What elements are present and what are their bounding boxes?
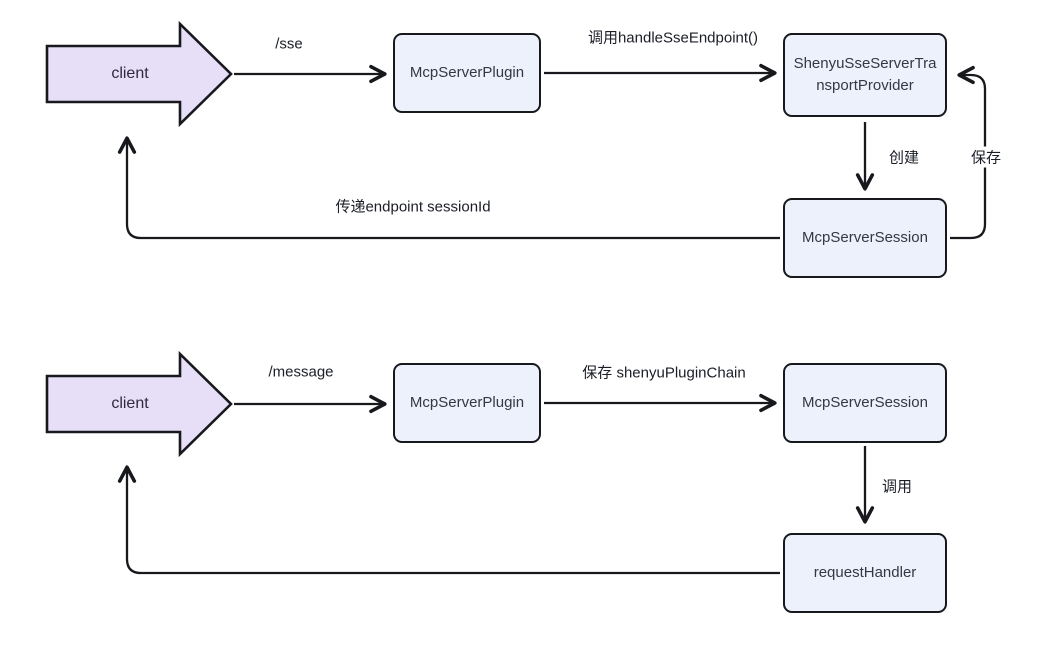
node-label: McpServerPlugin (409, 394, 525, 412)
node-label: ShenyuSseServerTransportProvider (793, 55, 937, 94)
client-block-arrow-message (45, 350, 233, 458)
client-label-message: client (111, 395, 149, 412)
edge-label-call-handle-sse-endpoint: 调用handleSseEndpoint() (584, 26, 762, 48)
edge-label-message-path: /message (265, 363, 337, 381)
edge-label-sse-path: /sse (272, 35, 306, 53)
client-block-arrow-sse (45, 20, 233, 128)
node-shenyu-sse-server-transport-provider: ShenyuSseServerTransportProvider (783, 33, 947, 117)
edge-label-pass-endpoint-sessionid: 传递endpoint sessionId (335, 198, 491, 216)
edge-session-return-client (117, 136, 780, 240)
node-label: McpServerSession (802, 394, 928, 412)
client-label-sse: client (111, 65, 149, 82)
edge-label-save-shenyu-plugin-chain: 保存 shenyuPluginChain (579, 361, 749, 383)
edge-label-call: 调用 (881, 478, 913, 496)
edge-handler-return-client (117, 465, 780, 575)
edge-label-create: 创建 (888, 149, 920, 167)
node-label: McpServerSession (802, 229, 928, 247)
node-mcp-server-session-sse: McpServerSession (783, 198, 947, 278)
node-label: McpServerPlugin (409, 64, 525, 82)
node-request-handler: requestHandler (783, 533, 947, 613)
node-label: requestHandler (813, 564, 917, 582)
client-node-message: client (47, 376, 213, 432)
node-mcp-server-session-message: McpServerSession (783, 363, 947, 443)
node-mcp-server-plugin-message: McpServerPlugin (393, 363, 541, 443)
client-node-sse: client (47, 46, 213, 102)
edge-label-save: 保存 (967, 146, 1005, 168)
node-mcp-server-plugin-sse: McpServerPlugin (393, 33, 541, 113)
